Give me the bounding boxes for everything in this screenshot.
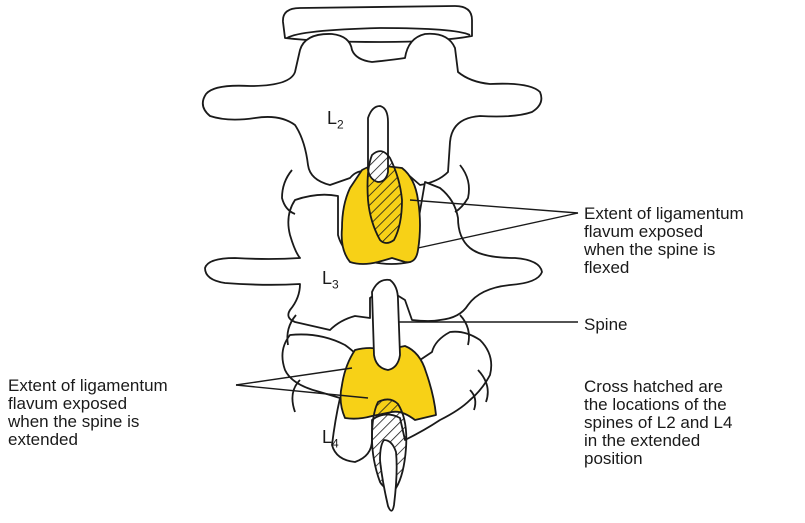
label-l4: L4: [322, 427, 339, 451]
caption-extended: Extent of ligamentum flavum exposed when…: [8, 377, 168, 449]
spinous-process-l3: [372, 280, 400, 370]
caption-crosshatch: Cross hatched are the locations of the s…: [584, 378, 732, 468]
caption-spine: Spine: [584, 316, 627, 334]
label-l2: L2: [327, 108, 344, 132]
spinous-process-l4: [380, 440, 397, 511]
label-l3: L3: [322, 268, 339, 292]
caption-flexed: Extent of ligamentum flavum exposed when…: [584, 205, 744, 277]
